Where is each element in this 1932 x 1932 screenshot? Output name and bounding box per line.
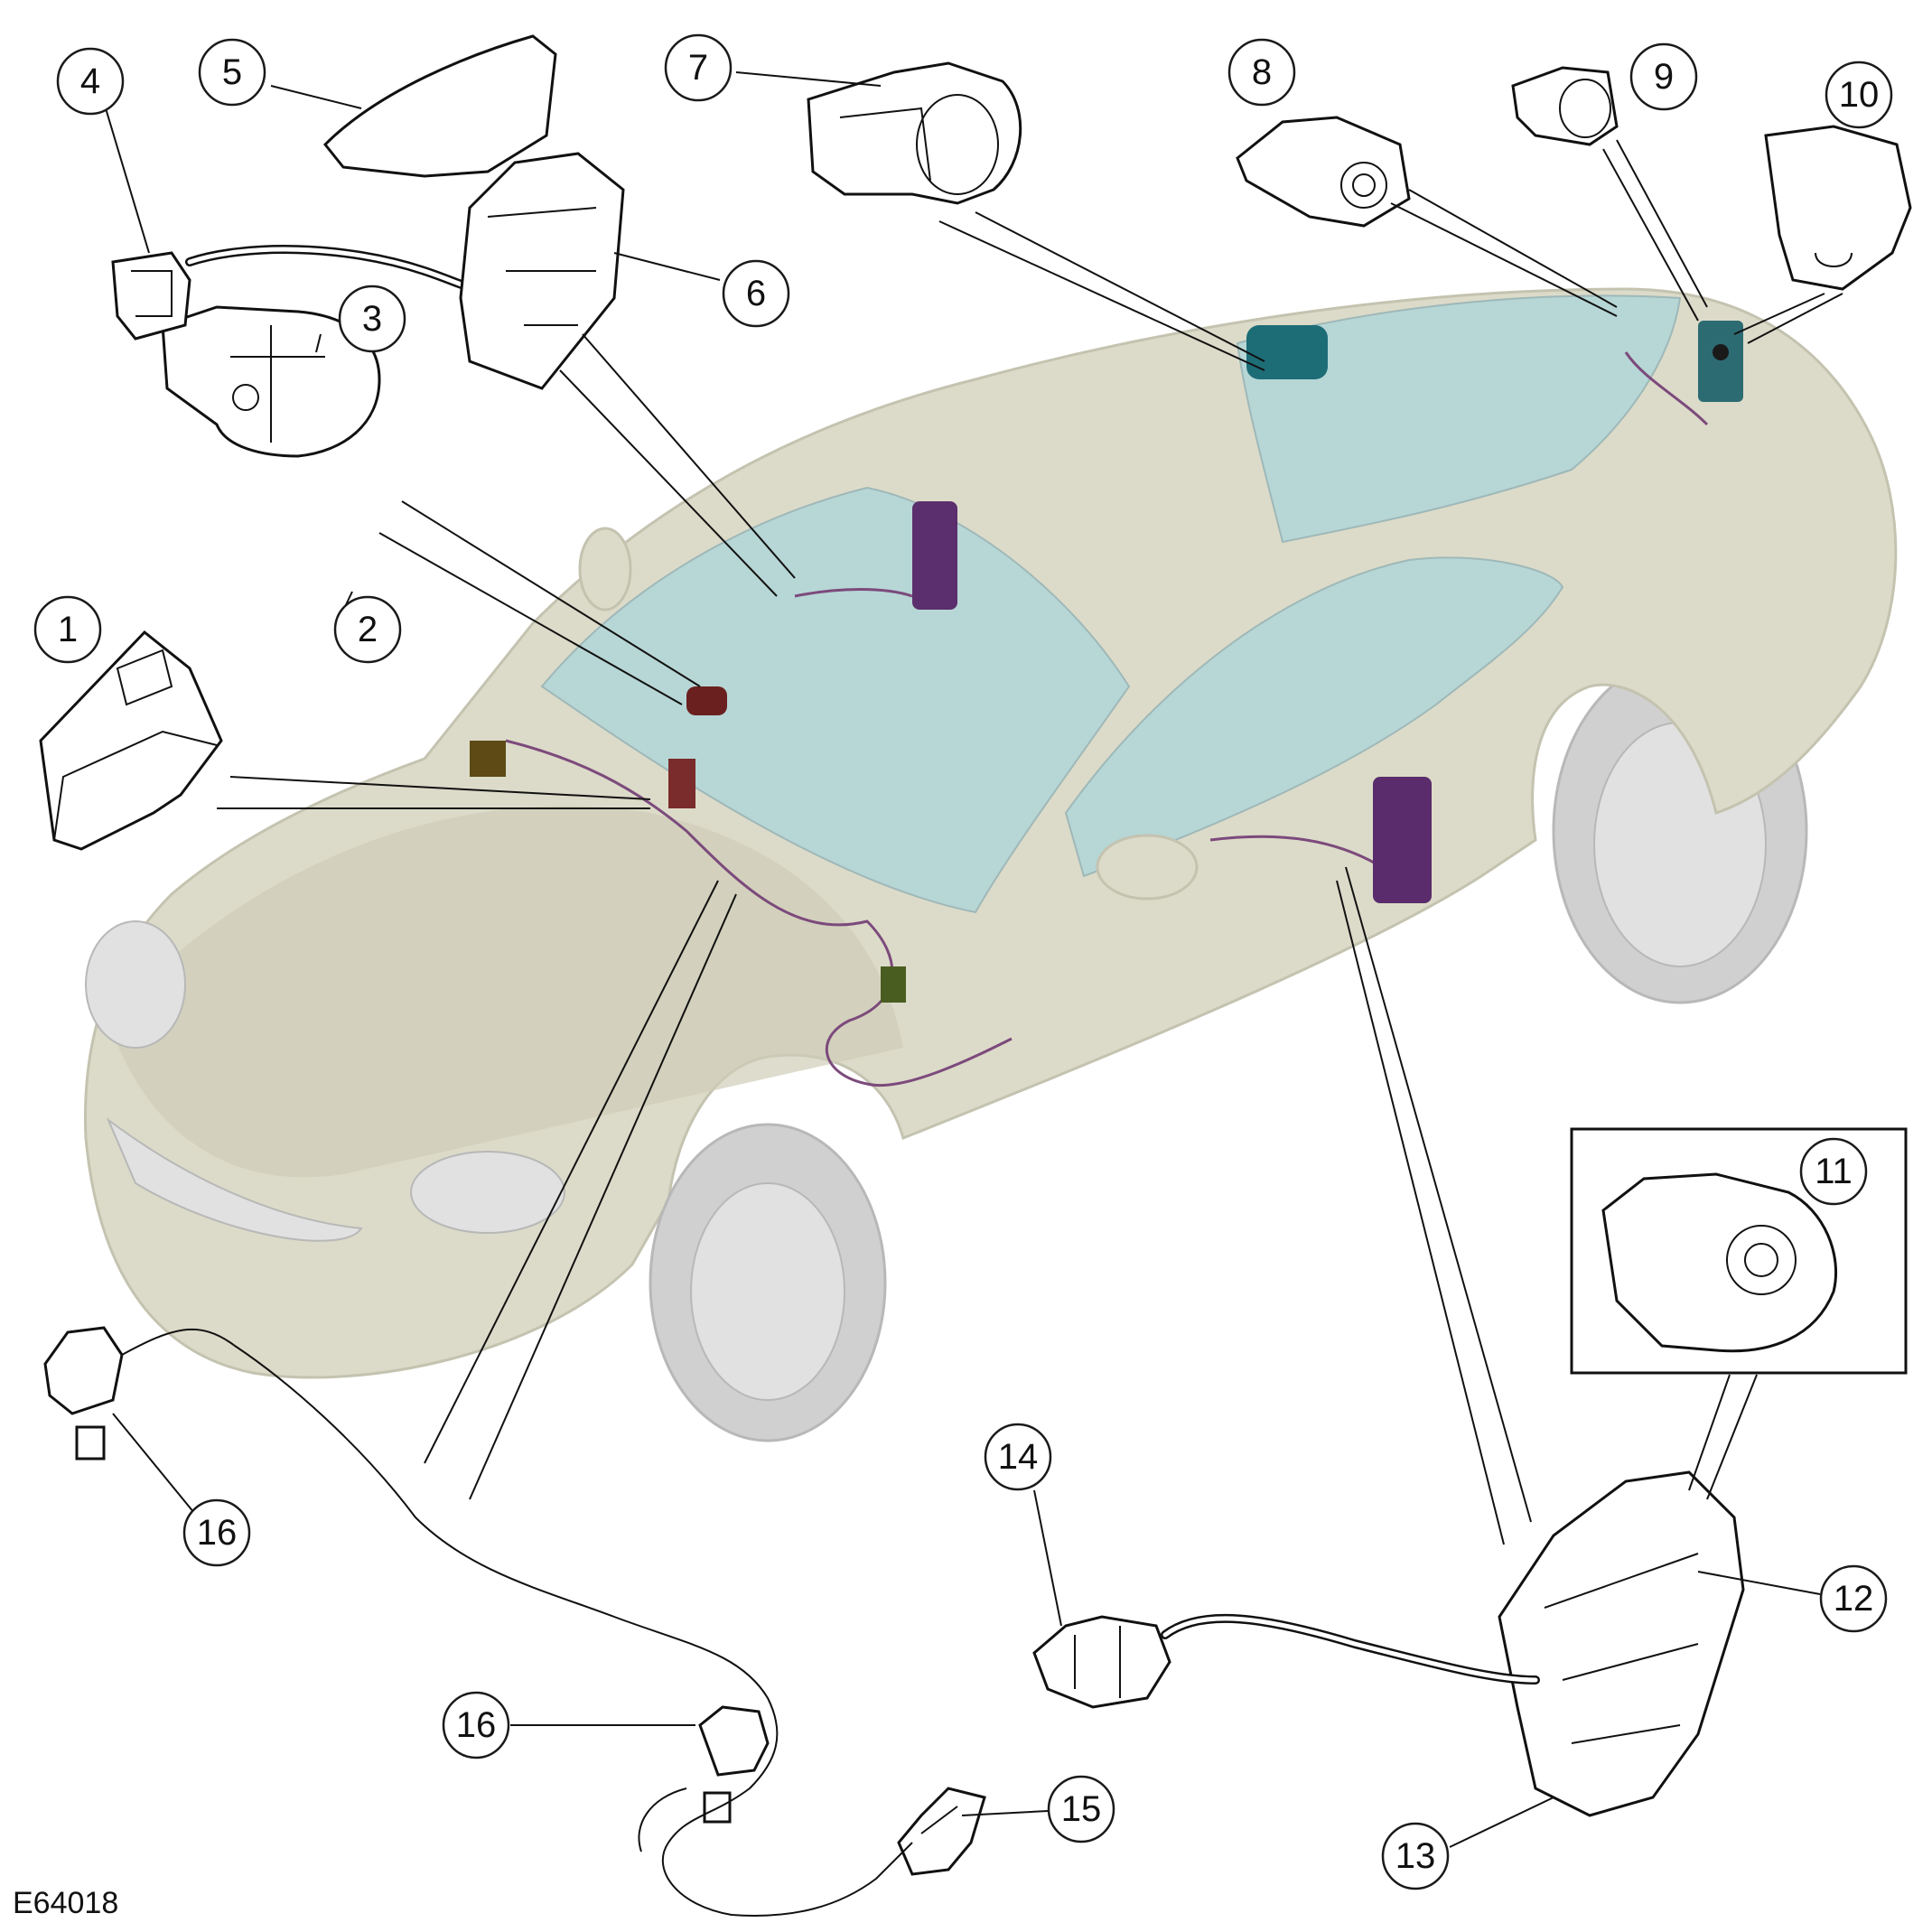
part-12-13-door-latch <box>1498 1470 1745 1817</box>
sensor-on-car <box>1246 325 1328 379</box>
wiring-harness <box>505 739 1013 1087</box>
bonnet-switch-on-car <box>470 741 506 777</box>
callout-16-lower: 16 <box>442 1691 510 1759</box>
callout-10: 10 <box>1825 61 1893 129</box>
callout-number: 13 <box>1395 1836 1436 1876</box>
part-9-switch <box>1511 66 1619 146</box>
callout-number: 14 <box>998 1437 1039 1477</box>
callout-number: 8 <box>1252 52 1272 92</box>
callout-11: 11 <box>1799 1137 1868 1206</box>
harness-junction-on-car <box>881 966 906 1003</box>
bcm-on-car <box>668 759 695 808</box>
part-14-handle <box>1032 1615 1171 1709</box>
windscreen <box>540 486 1131 914</box>
part-16-switches-harness <box>43 1326 913 1917</box>
callout-number: 4 <box>80 61 100 101</box>
callout-number: 2 <box>358 610 378 649</box>
callout-number: 16 <box>197 1513 238 1553</box>
callout-number: 6 <box>746 274 766 313</box>
leader-lines <box>105 71 1843 1848</box>
callout-number: 3 <box>362 299 382 339</box>
figure-id-label: E64018 <box>13 1886 119 1920</box>
interior-lamp-on-car <box>686 686 727 715</box>
part-1-module <box>39 630 223 851</box>
callout-15: 15 <box>1047 1775 1115 1843</box>
callout-number: 5 <box>222 52 242 92</box>
callout-3: 3 <box>338 285 406 353</box>
callout-number: 9 <box>1654 57 1674 97</box>
callout-13: 13 <box>1381 1822 1450 1890</box>
callout-number: 16 <box>456 1705 497 1745</box>
callout-5: 5 <box>198 38 266 107</box>
callout-number: 7 <box>688 48 708 88</box>
callout-number: 11 <box>1815 1152 1853 1191</box>
front-door-latch-on-car <box>912 501 957 610</box>
part-8-lock-barrel <box>1236 116 1411 228</box>
side-door-latch-on-car <box>1373 777 1432 903</box>
callout-14: 14 <box>984 1423 1052 1491</box>
part-7-sensor <box>807 61 1022 205</box>
part-4-release-handle <box>111 251 191 341</box>
car-illustration <box>83 287 1898 1442</box>
callout-12: 12 <box>1819 1564 1888 1633</box>
part-10-trunk-latch <box>1764 125 1912 291</box>
callout-number: 12 <box>1834 1579 1874 1619</box>
callout-4: 4 <box>56 47 125 116</box>
callout-7: 7 <box>664 33 733 102</box>
callout-number: 15 <box>1061 1789 1102 1829</box>
callout-1: 1 <box>33 595 102 664</box>
rear-switch-on-car <box>1713 344 1729 360</box>
rear-window <box>1236 294 1682 544</box>
callout-number: 10 <box>1839 75 1880 115</box>
callout-6: 6 <box>722 259 790 328</box>
callout-8: 8 <box>1227 38 1296 107</box>
part-15-bonnet-release <box>897 1787 986 1876</box>
callout-2: 2 <box>333 595 402 664</box>
rear-door-latch-on-car <box>1698 321 1743 402</box>
side-window <box>1064 556 1564 878</box>
callout-9: 9 <box>1629 42 1698 111</box>
callout-16-upper: 16 <box>182 1498 251 1567</box>
callout-number: 1 <box>58 610 78 649</box>
part-5-6-door-lock <box>322 34 625 390</box>
